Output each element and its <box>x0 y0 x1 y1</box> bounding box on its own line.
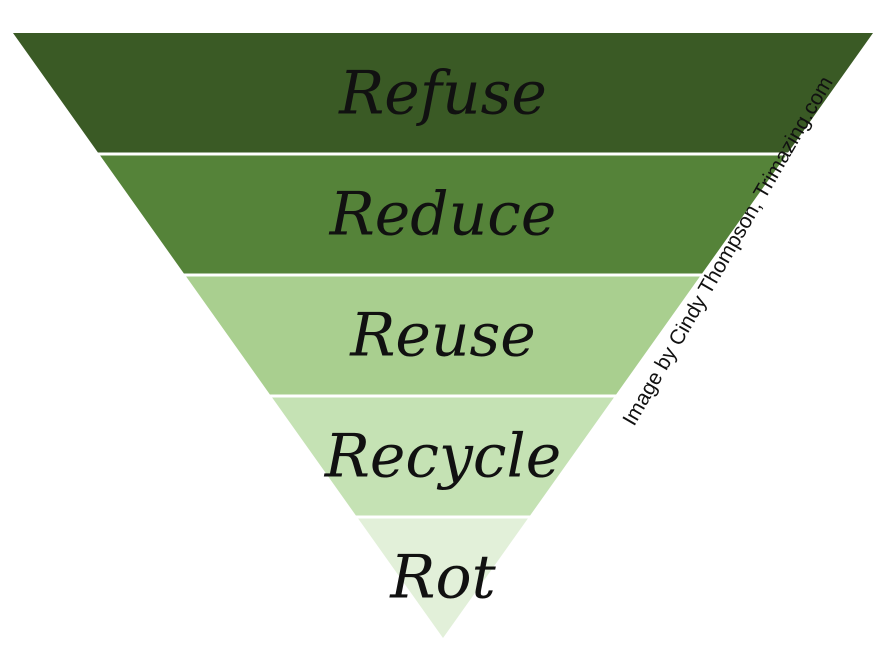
tier-refuse <box>13 33 873 153</box>
tier-label-reduce: Reduce <box>329 180 557 250</box>
tier-reduce <box>100 155 786 274</box>
tier-label-rot: Rot <box>389 543 496 613</box>
pyramid-tiers <box>13 33 873 638</box>
tier-recycle <box>272 397 614 516</box>
tier-rot <box>358 518 528 638</box>
tier-reuse <box>186 276 700 395</box>
tier-label-refuse: Refuse <box>338 59 547 129</box>
tier-label-recycle: Recycle <box>324 422 561 492</box>
tier-label-reuse: Reuse <box>349 301 536 371</box>
